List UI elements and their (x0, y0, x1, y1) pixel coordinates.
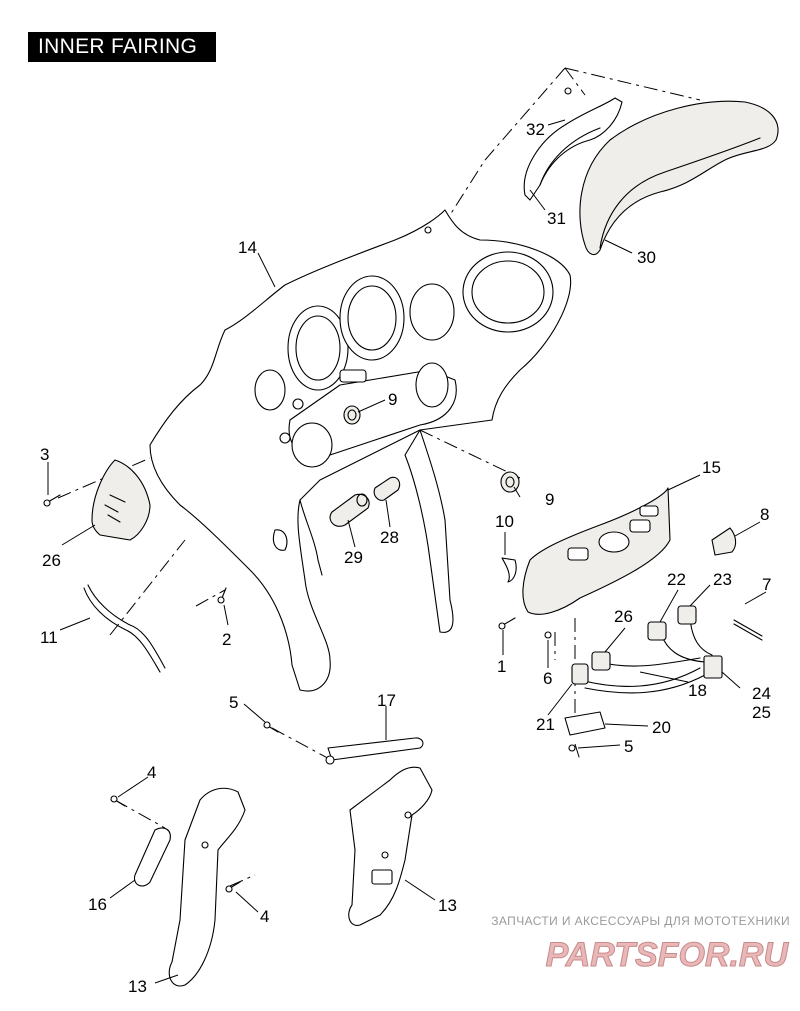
part-23-connector (677, 605, 697, 625)
callout-5-upper: 5 (229, 693, 238, 712)
callout-31: 31 (547, 209, 566, 228)
part-20-plate (564, 711, 606, 736)
callout-11: 11 (40, 628, 58, 647)
part-10-clip (501, 557, 517, 583)
part-13-bracket-left (168, 787, 246, 987)
part-3-screw (43, 494, 61, 507)
part-15-switch-panel (522, 487, 671, 615)
part-11-seal (83, 584, 166, 673)
part-2-screw (217, 587, 227, 604)
callout-8: 8 (760, 505, 769, 524)
callout-3: 3 (40, 445, 49, 464)
part-4-screws (110, 795, 241, 893)
callout-25: 25 (752, 703, 771, 722)
part-26-speaker-left (91, 459, 151, 541)
callout-20: 20 (652, 718, 671, 737)
callout-24: 24 (752, 684, 771, 703)
part-16-clip (133, 827, 171, 887)
part-1-screw (498, 617, 516, 630)
callout-23: 23 (713, 570, 732, 589)
leader-lines (47, 119, 767, 984)
part-28-switch (373, 476, 401, 501)
watermark-logo: PARTSFOR.RU (545, 936, 790, 975)
watermark-logo-text: PARTSFOR.RU (546, 936, 790, 974)
part-13-bracket-right (348, 766, 433, 926)
callout-14: 14 (238, 238, 257, 257)
callout-32: 32 (526, 120, 545, 139)
part-32-screw (564, 87, 572, 95)
part-7-tie (733, 619, 763, 641)
callout-15: 15 (702, 458, 721, 477)
callout-13-left: 13 (128, 977, 147, 996)
watermark-caption: ЗАПЧАСТИ И АКСЕССУАРЫ ДЛЯ МОТОТЕХНИКИ (491, 914, 790, 928)
part-31-bracket (523, 87, 623, 201)
callout-29: 29 (344, 548, 363, 567)
part-8-bracket (711, 527, 737, 556)
callout-22: 22 (667, 570, 686, 589)
callout-4-lower: 4 (260, 907, 269, 926)
part-18-wiring-harness (571, 605, 723, 694)
callout-16: 16 (88, 895, 107, 914)
part-6-nut (544, 631, 552, 639)
callout-4-upper: 4 (147, 763, 156, 782)
watermark: ЗАПЧАСТИ И АКСЕССУАРЫ ДЛЯ МОТОТЕХНИКИ PA… (470, 914, 790, 974)
part-22-connector (647, 621, 667, 641)
part-26-connector (591, 651, 611, 671)
callout-10: 10 (495, 512, 514, 531)
part-29-socket (329, 493, 370, 527)
callout-30: 30 (637, 248, 656, 267)
callout-numbers: 14 9 9 32 31 30 15 8 7 10 3 26 11 2 29 2… (40, 120, 771, 996)
part-14-inner-fairing (149, 209, 572, 692)
callout-13-right: 13 (438, 896, 457, 915)
part-17-rod (325, 737, 424, 765)
callout-9-upper: 9 (388, 390, 397, 409)
diagram-title: INNER FAIRING (28, 32, 216, 62)
callout-7: 7 (762, 575, 771, 594)
callout-2: 2 (222, 630, 231, 649)
part-5-screw-upper (263, 721, 279, 733)
part-30-outer-cap (579, 100, 779, 256)
callout-6: 6 (543, 669, 552, 688)
callout-9-lower: 9 (545, 490, 554, 509)
callout-18: 18 (688, 681, 707, 700)
callout-17: 17 (377, 691, 396, 710)
callout-5-lower: 5 (624, 737, 633, 756)
callout-21: 21 (536, 715, 555, 734)
callout-28: 28 (380, 528, 399, 547)
part-5-screw-lower (568, 744, 576, 752)
callout-26-right: 26 (614, 607, 633, 626)
callout-26-left: 26 (42, 551, 61, 570)
callout-1: 1 (497, 657, 506, 676)
